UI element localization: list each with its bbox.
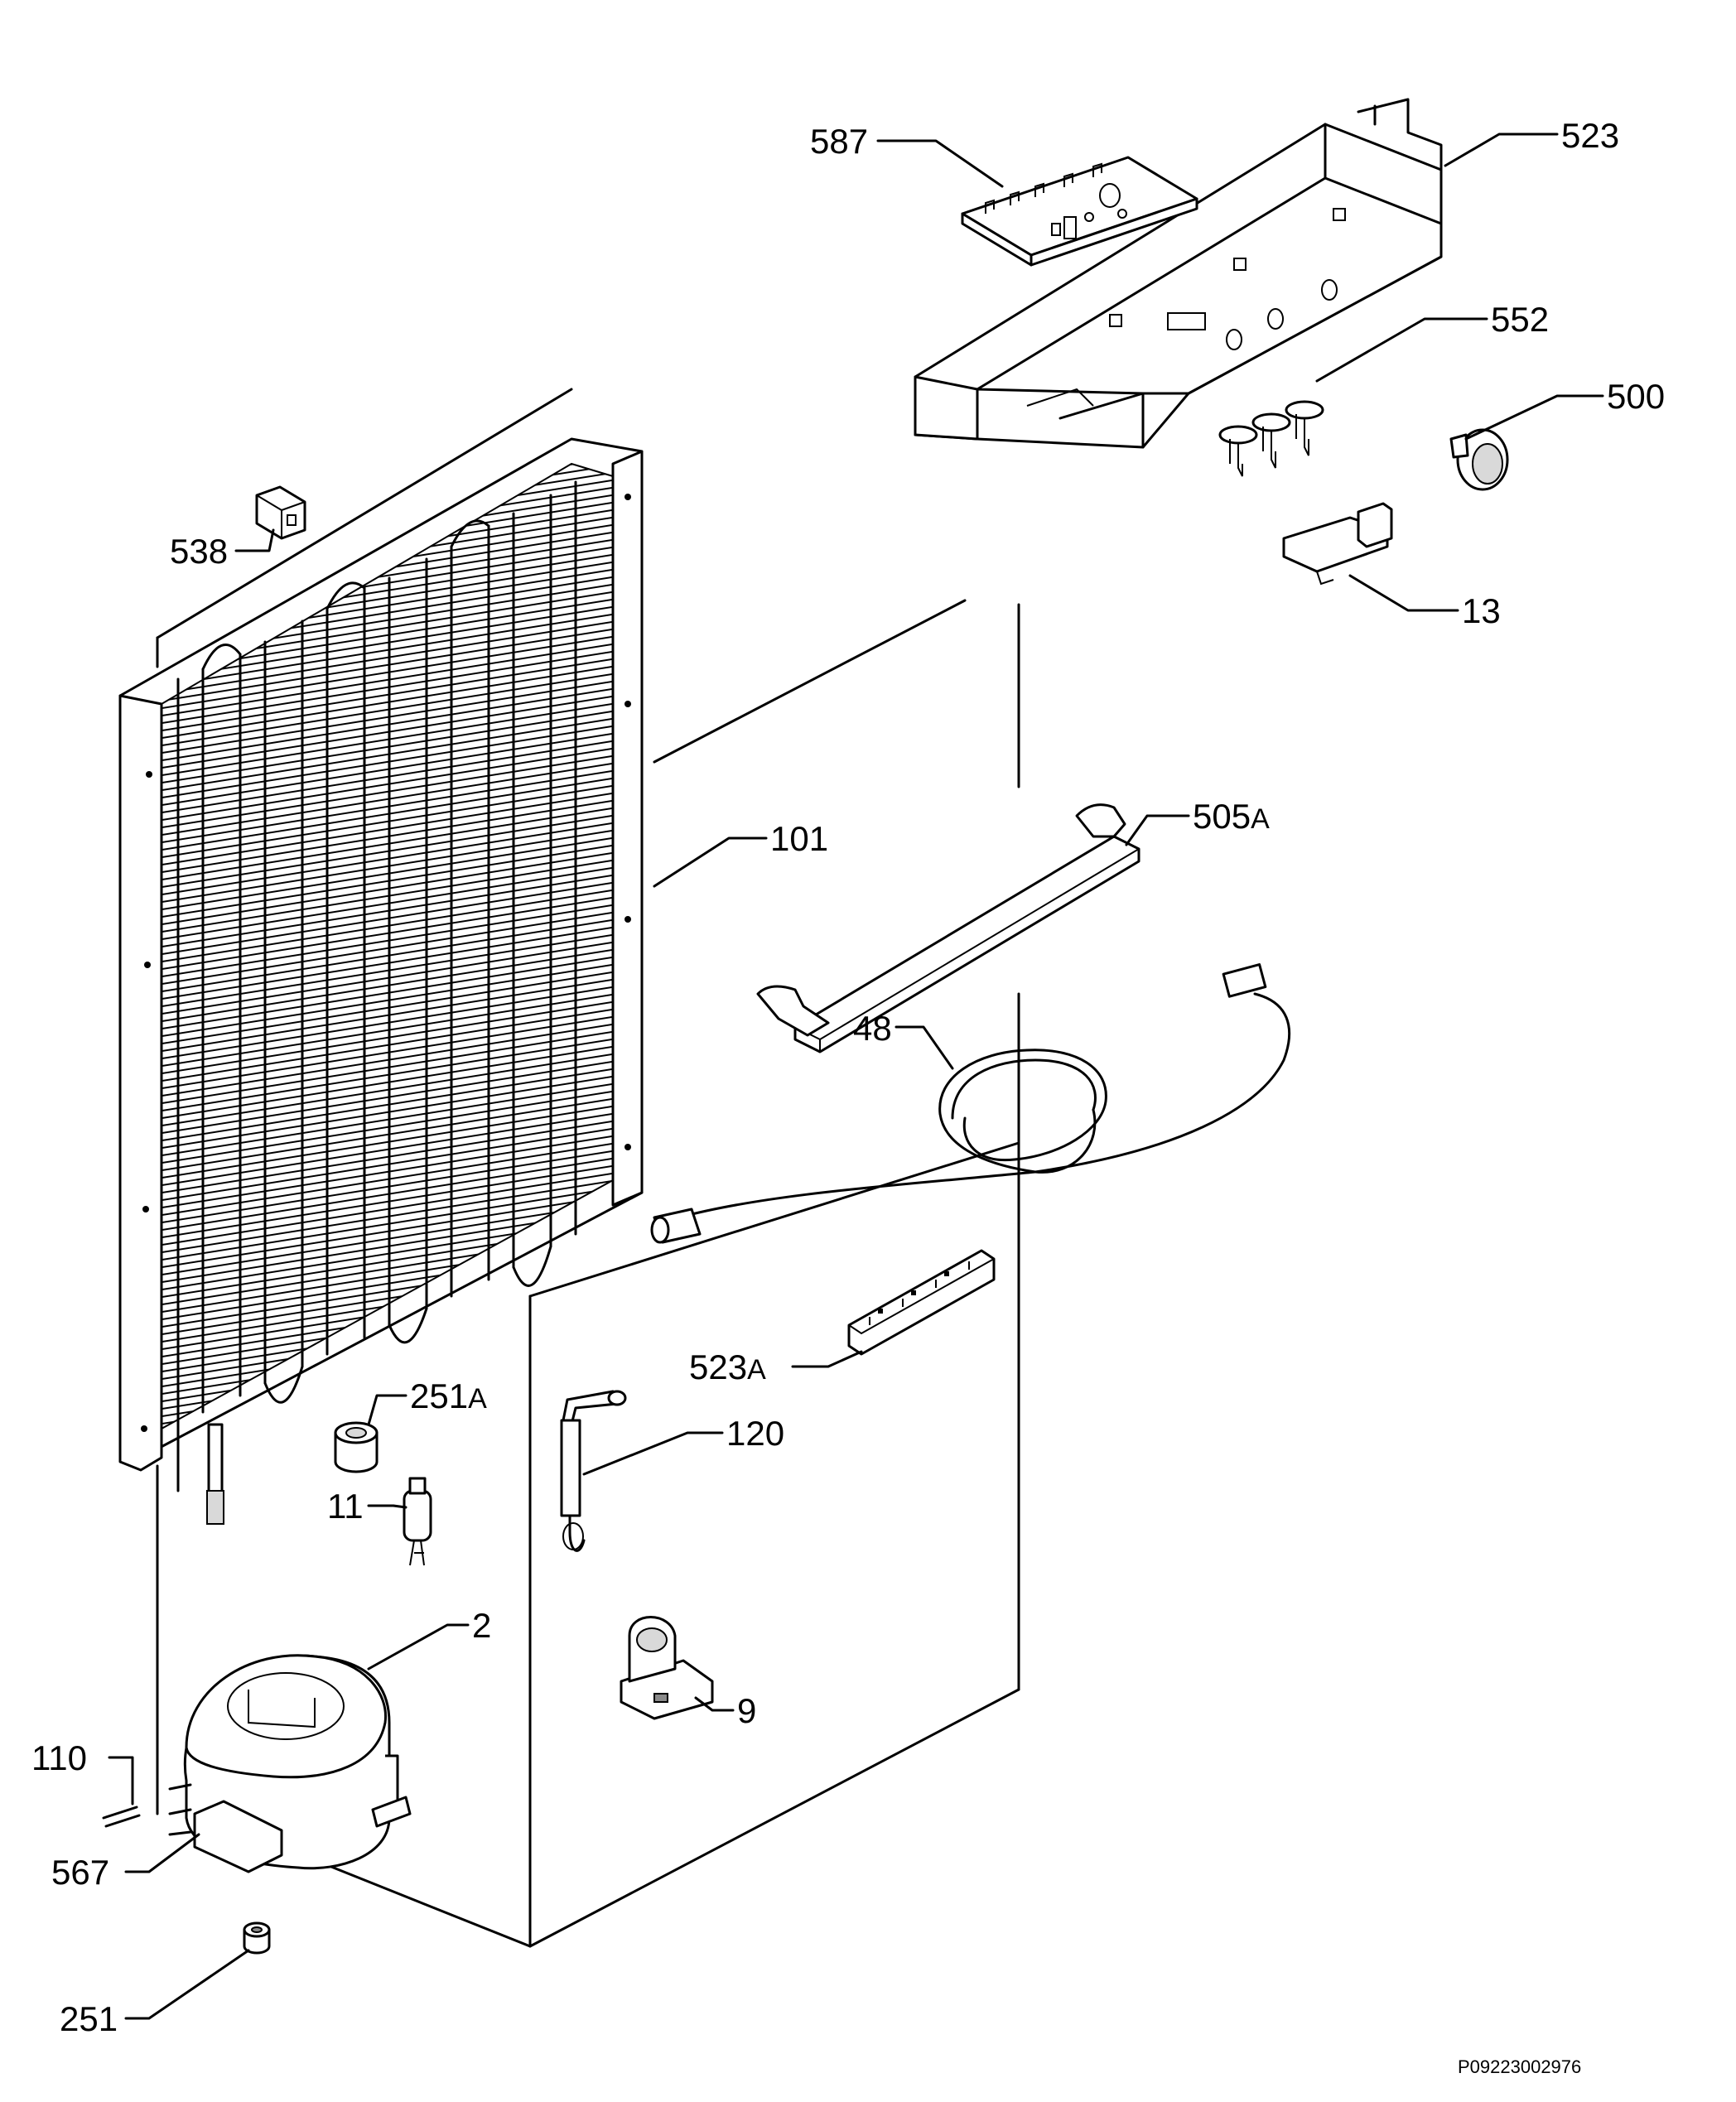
pcb-587	[961, 156, 1198, 267]
label-587: 587	[810, 122, 868, 161]
sensor-cable-48	[650, 963, 1291, 1244]
knob-500	[1449, 428, 1509, 491]
label-500: 500	[1607, 377, 1665, 416]
label-101: 101	[770, 819, 828, 858]
label-110: 110	[31, 1738, 87, 1777]
clip-538	[255, 485, 306, 540]
label-505a-suffix: A	[1251, 803, 1270, 835]
condenser-101	[118, 437, 644, 1525]
label-505a: 505A	[1193, 797, 1270, 836]
label-523: 523	[1561, 116, 1619, 155]
label-2: 2	[472, 1606, 491, 1645]
document-code: P09223002976	[1458, 2056, 1581, 2077]
ring-251a	[334, 1421, 379, 1473]
cabinet-outline	[156, 388, 1020, 1948]
thermostat-120	[560, 1390, 627, 1552]
pcb-strip-523a	[847, 1249, 996, 1356]
label-9: 9	[737, 1691, 756, 1730]
label-13: 13	[1462, 591, 1501, 630]
grommet-251	[243, 1921, 271, 1955]
light-bar-505a	[756, 803, 1140, 1053]
label-251a-suffix: A	[468, 1383, 487, 1415]
control-housing-523	[914, 98, 1443, 449]
label-251a: 251A	[410, 1376, 487, 1415]
label-505a-number: 505	[1193, 797, 1251, 836]
label-552: 552	[1491, 300, 1549, 339]
label-251: 251	[60, 1999, 118, 2038]
label-523a-number: 523	[689, 1347, 747, 1386]
part-labels: 587 523 552 500 538 13 101 505A 48 523A …	[31, 116, 1665, 2038]
relay-11	[403, 1477, 432, 1566]
compressor-2	[168, 1654, 412, 1873]
label-251a-number: 251	[410, 1376, 468, 1415]
leader-lines	[108, 133, 1604, 2020]
label-523a: 523A	[689, 1347, 766, 1386]
bracket-13	[1282, 502, 1393, 586]
label-120: 120	[726, 1414, 784, 1453]
pin-110	[102, 1806, 141, 1828]
label-11: 11	[327, 1487, 364, 1526]
label-567: 567	[51, 1853, 109, 1892]
clamp-9	[620, 1616, 714, 1720]
connector-552	[1218, 400, 1324, 477]
label-523a-suffix: A	[747, 1354, 766, 1386]
label-538: 538	[170, 532, 228, 571]
label-48: 48	[853, 1009, 892, 1048]
